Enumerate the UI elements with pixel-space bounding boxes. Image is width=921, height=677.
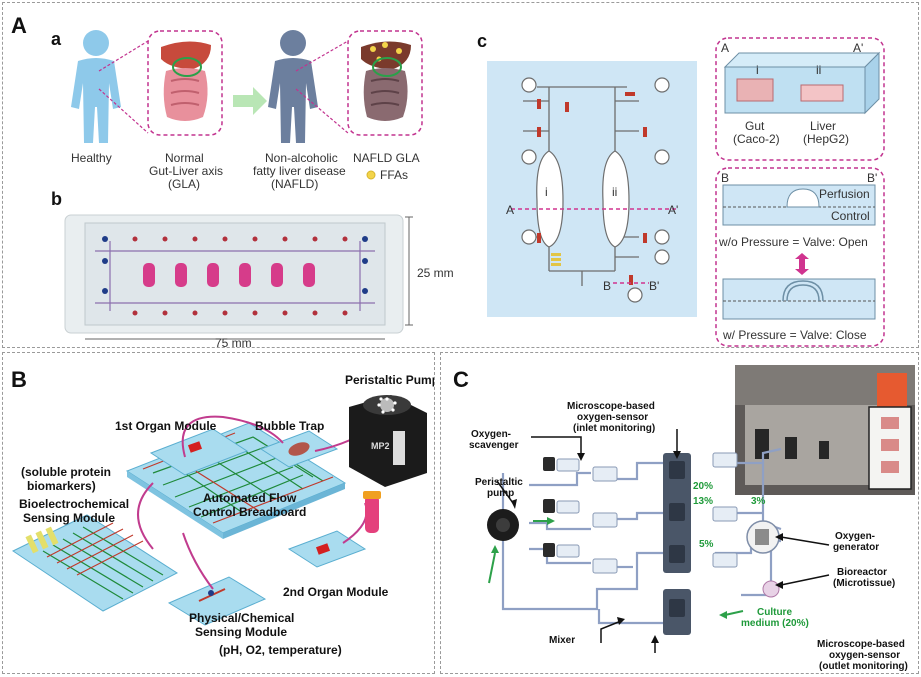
generator-line2: generator <box>833 542 880 553</box>
perfusion-label: Perfusion <box>819 187 870 201</box>
outlet-line3: (outlet monitoring) <box>819 661 908 672</box>
peristaltic-pump-c-icon <box>487 509 519 541</box>
panel-a-letter: A <box>11 13 27 38</box>
pump-line2: pump <box>487 488 515 499</box>
chamber-ii-label: ii <box>612 185 618 199</box>
chamber-i-label: i <box>545 185 548 199</box>
physical-line2: Sensing Module <box>195 625 288 639</box>
ph-label: (pH, O2, temperature) <box>219 643 342 657</box>
second-organ-label: 2nd Organ Module <box>283 585 389 599</box>
height-25mm: 25 mm <box>417 266 454 280</box>
oxygen-generator-icon <box>746 520 780 554</box>
height-dimension <box>405 216 413 326</box>
normal-gla-line2: Gut-Liver axis <box>149 164 224 178</box>
bioelectro-line1: Bioelectrochemical <box>19 497 130 511</box>
healthy-label: Healthy <box>71 151 112 165</box>
pct-13-label: 13% <box>693 496 714 507</box>
inlet-line3: (inlet monitoring) <box>573 423 656 434</box>
healthy-gut-icon <box>163 57 208 121</box>
nafld-line2: fatty liver disease <box>253 164 346 178</box>
oxygen-gradient-diagram <box>487 429 830 653</box>
nafld-line1: Non-alcoholic <box>265 151 338 165</box>
healthy-person-icon <box>71 30 121 143</box>
pump-line1: Peristaltic <box>475 477 523 488</box>
section-b-label: B <box>603 279 612 293</box>
valve-box <box>715 167 885 347</box>
modular-system-diagram <box>11 395 427 626</box>
section-a-prime-label: A' <box>668 203 679 217</box>
liver-chamber-label: ii <box>816 63 822 77</box>
generator-line1: Oxygen- <box>835 531 876 542</box>
panel-a: A a <box>2 2 919 348</box>
sub-c-letter: c <box>477 31 488 51</box>
ffas-label: FFAs <box>380 168 409 182</box>
chip-schematic <box>487 61 697 317</box>
box-b-prime-label: B' <box>867 171 878 185</box>
culture-line2: medium (20%) <box>741 618 809 629</box>
physical-line1: Physical/Chemical <box>189 611 295 625</box>
scavenger-icons <box>543 457 555 557</box>
panel-b-letter: B <box>11 367 27 392</box>
box-a-label: A <box>721 41 730 55</box>
bioreactor-line2: (Microtissue) <box>833 578 896 589</box>
inlet-line1: Microscope-based <box>567 401 655 412</box>
reservoir-tube-icon <box>363 491 381 533</box>
soluble-line2: biomarkers) <box>27 479 96 493</box>
panel-c: C <box>440 352 919 674</box>
nafld-gla-label: NAFLD GLA <box>353 151 420 165</box>
bubble-trap-label: Bubble Trap <box>255 419 325 433</box>
ffa-dot-icon <box>366 170 376 180</box>
normal-gla-line3: (GLA) <box>168 177 201 191</box>
outlet-line1: Microscope-based <box>817 639 905 650</box>
nafld-person-icon <box>268 30 318 143</box>
section-a-label: A <box>506 203 515 217</box>
pump-brand-label: MP2 <box>371 441 390 451</box>
valve-close-label: w/ Pressure = Valve: Close <box>723 328 867 342</box>
pct-20-label: 20% <box>693 481 714 492</box>
normal-gla-line1: Normal <box>165 151 204 165</box>
bioreactor-line1: Bioreactor <box>837 567 888 578</box>
soluble-line1: (soluble protein <box>21 465 111 479</box>
sub-a-letter: a <box>51 29 62 49</box>
flow-line2: Control Breadboard <box>193 505 307 519</box>
peristaltic-pump-label: Peristaltic Pump <box>345 373 435 387</box>
cross-section-aa-box <box>715 37 885 161</box>
culture-line1: Culture <box>757 607 792 618</box>
section-b-prime-label: B' <box>649 279 660 293</box>
sub-a-figure <box>71 30 423 180</box>
valve-open-label: w/o Pressure = Valve: Open <box>719 235 868 249</box>
first-organ-label: 1st Organ Module <box>115 419 217 433</box>
box-a-prime-label: A' <box>853 41 864 55</box>
hepg2-label: (HepG2) <box>803 132 850 146</box>
fatty-liver-icon <box>361 41 411 69</box>
width-75mm: 75 mm <box>215 336 252 348</box>
sub-b-letter: b <box>51 189 62 209</box>
peristaltic-pump-icon <box>349 395 427 487</box>
setup-photo <box>735 365 915 495</box>
progression-arrow-icon <box>233 87 267 115</box>
nafld-line3: (NAFLD) <box>271 177 319 191</box>
bioreactor-icon <box>762 580 780 598</box>
bioelectro-line2: Sensing Module <box>23 511 116 525</box>
flow-line1: Automated Flow <box>203 491 297 505</box>
gut-label: Gut <box>745 119 765 133</box>
pct-3-label: 3% <box>751 496 766 507</box>
scavenger-line2: scavenger <box>469 440 519 451</box>
diseased-gut-icon <box>363 57 408 121</box>
control-label: Control <box>831 209 870 223</box>
gut-chamber-label: i <box>756 63 759 77</box>
panel-c-letter: C <box>453 367 469 392</box>
mixer-label: Mixer <box>549 635 576 646</box>
outlet-line2: oxygen-sensor <box>829 650 901 661</box>
liver-label: Liver <box>810 119 837 133</box>
panel-b: B <box>2 352 435 674</box>
box-b-label: B <box>721 171 730 185</box>
scavenger-line1: Oxygen- <box>471 429 512 440</box>
inlet-line2: oxygen-sensor <box>577 412 649 423</box>
caco2-label: (Caco-2) <box>733 132 780 146</box>
pct-5-label: 5% <box>699 539 714 550</box>
healthy-liver-icon <box>161 41 211 69</box>
chip-photo <box>64 214 404 340</box>
